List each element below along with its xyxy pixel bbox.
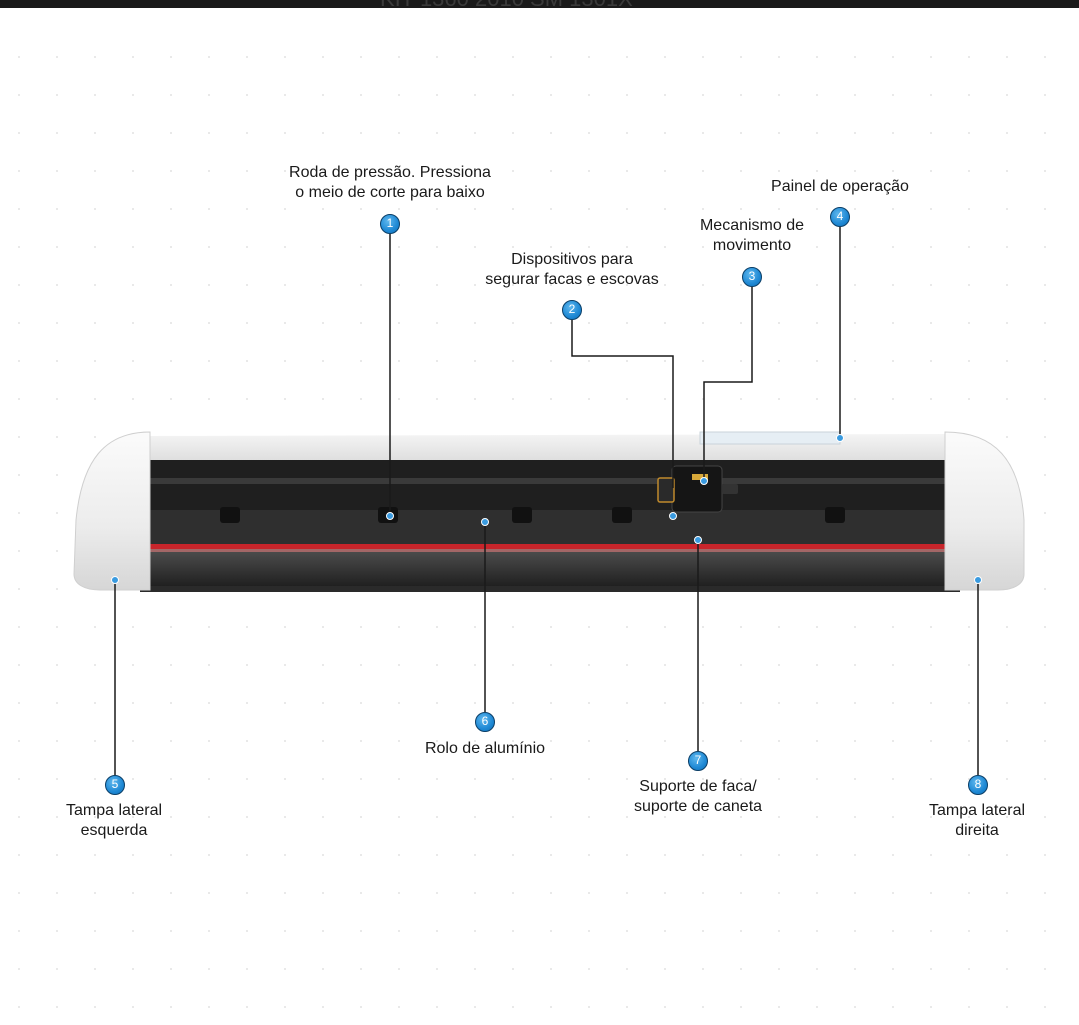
cropped-title-text: KIT 1360 2010 SM 1301X — [380, 0, 633, 8]
cropped-title-strip: KIT 1360 2010 SM 1301X — [0, 0, 1079, 8]
label-movement-mechanism: Mecanismo de movimento — [699, 217, 805, 254]
callout-badge-4: 4 — [830, 207, 850, 227]
callout-badge-5: 5 — [105, 775, 125, 795]
label-aluminum-roller: Rolo de alumínio — [424, 740, 546, 757]
operation-panel — [699, 431, 841, 445]
callout-badge-6: 6 — [475, 712, 495, 732]
callout-badge-7: 7 — [688, 751, 708, 771]
leader-lines — [114, 227, 979, 775]
label-pressure-wheel: Roda de pressão. Pressiona o meio de cor… — [289, 164, 491, 201]
callout-badge-8: 8 — [968, 775, 988, 795]
left-side-cover — [73, 431, 151, 591]
callout-badge-1: 1 — [380, 214, 400, 234]
label-knife-pen-holder: Suporte de faca/ suporte de caneta — [633, 778, 763, 815]
callout-badge-3: 3 — [742, 267, 762, 287]
label-right-side-cover: Tampa lateral direita — [928, 802, 1026, 839]
label-left-side-cover: Tampa lateral esquerda — [65, 802, 163, 839]
tool-carriage — [657, 465, 738, 513]
right-side-cover — [944, 431, 1025, 591]
anchor-dots — [111, 434, 982, 584]
label-operation-panel: Painel de operação — [771, 178, 909, 195]
label-knife-brush-holders: Dispositivos para segurar facas e escova… — [485, 251, 659, 288]
cutting-plotter-machine — [73, 431, 1025, 592]
cutting-strip — [136, 544, 958, 549]
callout-badge-2: 2 — [562, 300, 582, 320]
